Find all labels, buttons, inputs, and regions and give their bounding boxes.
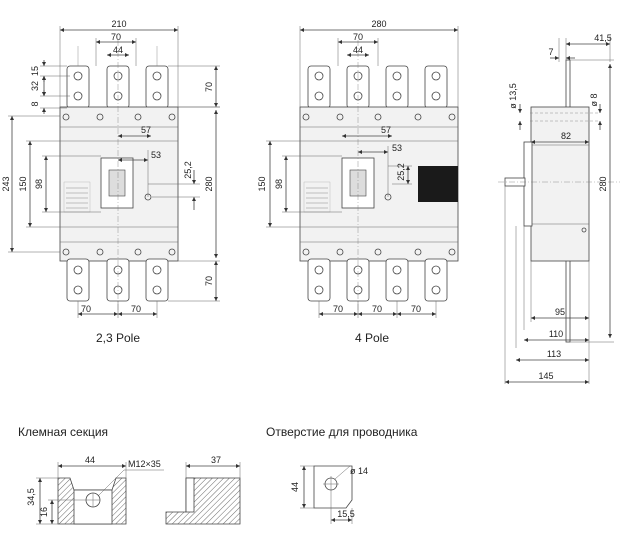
side-dim-95: 95 (555, 307, 565, 317)
left-dim-15: 15 (30, 66, 40, 76)
side-dim-280: 280 (598, 176, 608, 191)
center-nameplate-text (303, 181, 331, 213)
terminal-section-caption: Клемная секция (18, 425, 108, 439)
center-dim-70-bottom-3: 70 (411, 304, 421, 314)
center-dim-150: 150 (257, 176, 267, 191)
left-dim-53: 53 (151, 150, 161, 160)
center-bottom-terminal-4 (424, 258, 448, 302)
side-dim-41-5: 41,5 (594, 33, 612, 43)
left-nameplate-text (63, 181, 91, 213)
center-dim-57: 57 (381, 125, 391, 135)
left-dim-210: 210 (111, 19, 126, 29)
left-dim-70-bottom-2: 70 (131, 304, 141, 314)
left-dim-8: 8 (30, 101, 40, 106)
conductor-plate (313, 465, 353, 509)
terminal-section: Клемная секция 44 M12×35 34,5 16 37 (18, 425, 241, 525)
conductor-hole-caption: Отверстие для проводника (266, 425, 418, 439)
left-dim-57: 57 (141, 125, 151, 135)
side-body (530, 106, 590, 262)
side-dim-7: 7 (548, 47, 553, 57)
conductor-hole-section: Отверстие для проводника 44 ø 14 15,5 (266, 425, 418, 524)
left-dim-70-top: 70 (111, 32, 121, 42)
left-dim-25-2: 25,2 (183, 161, 193, 179)
terminal-dim-16: 16 (39, 507, 49, 517)
center-dim-70-bottom-1: 70 (333, 304, 343, 314)
center-dim-53: 53 (392, 143, 402, 153)
side-dim-113: 113 (547, 349, 561, 359)
terminal-dim-37: 37 (211, 455, 221, 465)
left-dim-70-right-bottom: 70 (204, 276, 214, 286)
hole-dim-14: ø 14 (350, 466, 368, 476)
center-dim-280: 280 (371, 19, 386, 29)
left-dim-98: 98 (34, 179, 44, 189)
terminal-dim-44: 44 (85, 455, 95, 465)
hole-dim-15-5: 15,5 (337, 509, 355, 519)
hole-dim-44: 44 (290, 482, 300, 492)
center-view: 280 70 44 57 53 25,2 150 98 70 70 70 4 (257, 19, 459, 345)
center-dim-70-bottom-2: 70 (372, 304, 382, 314)
left-dim-243: 243 (1, 176, 11, 191)
left-dim-150: 150 (18, 176, 28, 191)
side-dim-13-5: ø 13,5 (508, 83, 518, 109)
left-dim-70-bottom-1: 70 (81, 304, 91, 314)
side-dim-8: ø 8 (589, 93, 599, 106)
center-view-caption: 4 Pole (355, 331, 389, 345)
side-dim-110: 110 (549, 329, 563, 339)
side-dim-82: 82 (561, 131, 571, 141)
left-bottom-terminal-3 (145, 258, 169, 302)
left-view: 210 70 44 15 32 8 70 243 150 98 (1, 19, 220, 345)
terminal-dim-34-5: 34,5 (26, 488, 36, 506)
side-dim-145: 145 (538, 371, 553, 381)
left-handle (108, 169, 126, 197)
center-bottom-terminal-1 (307, 258, 331, 302)
center-black-block (418, 166, 458, 202)
left-dim-280: 280 (204, 176, 214, 191)
side-view: 7 41,5 ø 13,5 ø 8 82 280 95 110 113 145 (498, 33, 620, 384)
left-dim-44: 44 (113, 45, 123, 55)
center-dim-70-top: 70 (353, 32, 363, 42)
center-bottom-terminal-3 (385, 258, 409, 302)
center-dim-44: 44 (353, 45, 363, 55)
center-dim-98: 98 (274, 179, 284, 189)
left-dim-32: 32 (30, 81, 40, 91)
center-dim-25-2: 25,2 (396, 163, 406, 181)
left-view-caption: 2,3 Pole (96, 331, 140, 345)
terminal-side-body (165, 477, 241, 525)
left-dim-70-right-top: 70 (204, 82, 214, 92)
terminal-thread: M12×35 (128, 459, 161, 469)
left-bottom-terminal-1 (66, 258, 90, 302)
